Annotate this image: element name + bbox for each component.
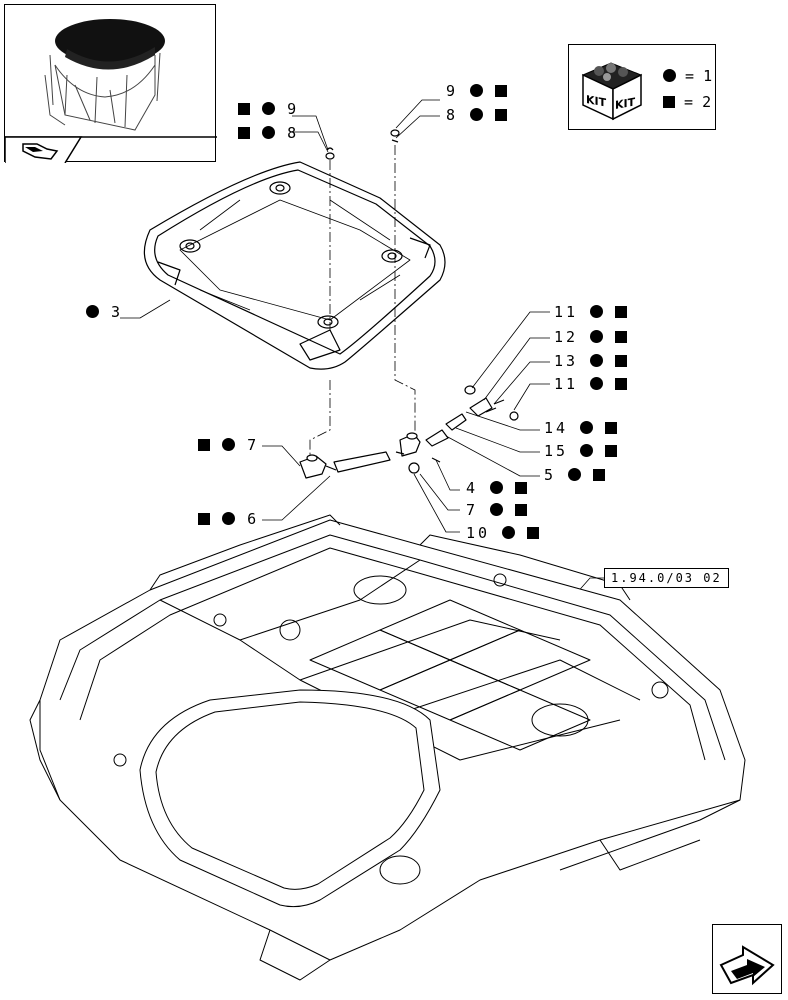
callout-11b: 11 — [554, 375, 628, 393]
dot-symbol — [490, 481, 504, 494]
square-symbol — [615, 355, 628, 367]
square-symbol — [495, 85, 508, 97]
reference-code-box[interactable]: 1.94.0/03 02 — [604, 568, 729, 588]
callout-number: 7 — [466, 501, 479, 519]
dot-symbol — [502, 526, 516, 539]
callout-number: 13 — [554, 352, 579, 370]
dot-symbol — [262, 126, 276, 139]
dot-symbol — [590, 330, 604, 343]
square-symbol — [527, 527, 540, 539]
square-symbol — [515, 504, 528, 516]
callout-number: 4 — [466, 479, 479, 497]
callout-number: 14 — [544, 419, 569, 437]
dot-symbol — [590, 354, 604, 367]
callout-number: 5 — [544, 466, 557, 484]
dot-symbol — [590, 377, 604, 390]
dot-symbol — [262, 102, 276, 115]
callout-8-left: 8 — [238, 125, 299, 141]
callout-11a: 11 — [554, 303, 628, 321]
prev-page-arrow-icon[interactable] — [13, 139, 73, 163]
callout-number: 12 — [554, 328, 579, 346]
square-symbol — [663, 96, 675, 108]
dot-symbol — [490, 503, 504, 516]
square-symbol — [515, 482, 528, 494]
dot-symbol — [222, 438, 236, 451]
legend-square-value: 2 — [702, 93, 712, 111]
kit-label-left: KIT — [586, 93, 607, 110]
square-symbol — [605, 422, 618, 434]
square-symbol — [495, 109, 508, 121]
dot-symbol — [580, 444, 594, 457]
dot-symbol — [86, 305, 99, 318]
callout-9-right: 9 — [446, 82, 508, 100]
callout-number: 6 — [247, 510, 260, 528]
square-symbol — [615, 306, 628, 318]
callout-3: 3 — [86, 304, 123, 320]
dot-symbol — [470, 84, 484, 97]
square-symbol — [198, 439, 210, 451]
square-symbol — [238, 127, 250, 139]
thumbnail-panel — [4, 4, 217, 163]
square-symbol — [198, 513, 210, 525]
square-symbol — [615, 378, 628, 390]
legend-dot-value: 1 — [703, 67, 713, 85]
square-symbol — [238, 103, 250, 115]
dot-symbol — [590, 305, 604, 318]
callout-14: 14 — [544, 419, 618, 437]
callout-9-left: 9 — [238, 101, 299, 117]
callout-5: 5 — [544, 466, 606, 484]
next-page-arrow-icon — [719, 945, 775, 986]
callout-number: 9 — [446, 82, 459, 100]
kit-box-icon: KIT KIT — [581, 62, 643, 121]
callout-12: 12 — [554, 328, 628, 346]
kit-legend: KIT KIT = 1 = 2 — [568, 44, 716, 130]
next-page-button[interactable] — [712, 924, 782, 994]
square-symbol — [615, 331, 628, 343]
callout-7-left: 7 — [198, 437, 259, 453]
callout-number: 8 — [287, 124, 300, 142]
callout-number: 7 — [247, 436, 260, 454]
callout-number: 10 — [466, 524, 491, 542]
callout-number: 9 — [287, 100, 300, 118]
kit-label-right: KIT — [615, 95, 636, 112]
callout-15: 15 — [544, 442, 618, 460]
callout-number: 15 — [544, 442, 569, 460]
roof-panel-part — [143, 161, 446, 370]
dot-symbol — [470, 108, 484, 121]
legend-row-dot: = 1 — [663, 67, 712, 85]
callout-8-right: 8 — [446, 106, 508, 124]
square-symbol — [605, 445, 618, 457]
legend-row-square: = 2 — [663, 93, 711, 111]
callout-10: 10 — [466, 524, 540, 542]
callout-number: 11 — [554, 303, 579, 321]
callout-number: 8 — [446, 106, 459, 124]
dot-symbol — [222, 512, 236, 525]
callout-13: 13 — [554, 352, 628, 370]
fittings — [299, 385, 519, 479]
callout-number: 3 — [111, 303, 124, 321]
callout-4: 4 — [466, 479, 528, 497]
square-symbol — [593, 469, 606, 481]
dot-symbol — [580, 421, 594, 434]
dot-symbol — [568, 468, 582, 481]
callout-number: 11 — [554, 375, 579, 393]
callout-6: 6 — [198, 511, 259, 527]
dot-symbol — [663, 69, 676, 82]
callout-7-right: 7 — [466, 501, 528, 519]
